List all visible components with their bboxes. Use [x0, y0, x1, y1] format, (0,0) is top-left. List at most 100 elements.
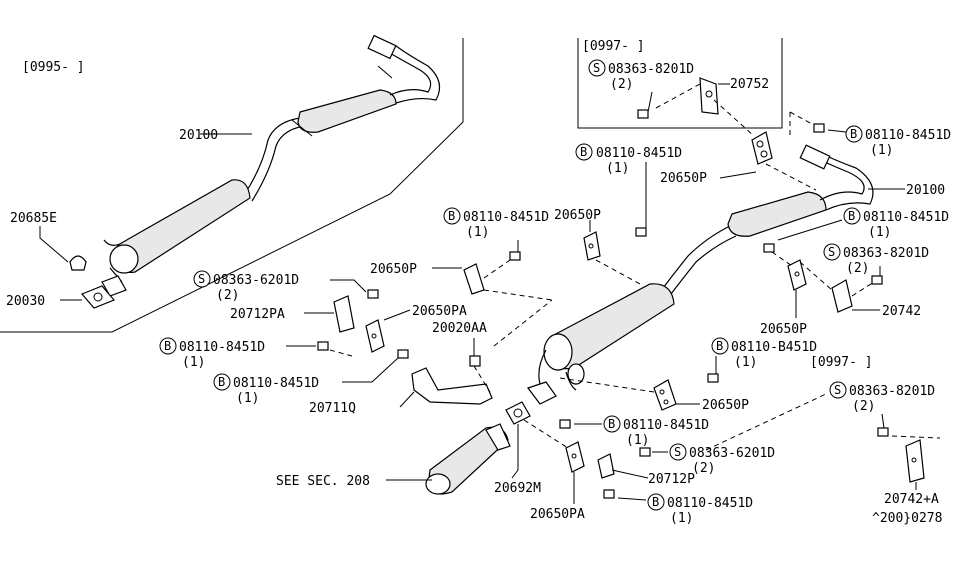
mount-20650P-e — [653, 379, 677, 411]
bracket-20712PA — [333, 295, 355, 333]
part-20650PA-b: 20650PA — [530, 507, 585, 522]
svg-text:08110-8451D: 08110-8451D — [667, 496, 753, 511]
svg-text:(1): (1) — [870, 143, 893, 158]
svg-text:(2): (2) — [846, 261, 869, 276]
svg-text:(1): (1) — [868, 225, 891, 240]
svg-text:08110-8451D: 08110-8451D — [233, 376, 319, 391]
svg-text:08110-8451D: 08110-8451D — [463, 210, 549, 225]
svg-text:B: B — [448, 209, 455, 223]
svg-text:(1): (1) — [670, 511, 693, 526]
fastener-b-8451-top-right: B 08110-8451D (1) — [789, 111, 951, 158]
fastener-b-8451-bottom: B 08110-8451D (1) — [603, 489, 753, 526]
part-20650P-e: 20650P — [702, 398, 749, 413]
gasket-20030 — [80, 285, 116, 309]
svg-text:(1): (1) — [734, 355, 757, 370]
left-muffler-assembly — [101, 34, 441, 297]
part-20030: 20030 — [6, 294, 45, 309]
svg-text:08363-6201D: 08363-6201D — [213, 273, 299, 288]
svg-text:(1): (1) — [236, 391, 259, 406]
svg-text:B: B — [716, 339, 723, 353]
fastener-b-8451-leftmid: B 08110-8451D (1) — [159, 337, 353, 370]
mount-20650P-c — [463, 263, 485, 295]
part-20650P-d: 20650P — [760, 322, 807, 337]
svg-text:(1): (1) — [466, 225, 489, 240]
mount-20650PA-a — [365, 319, 385, 353]
part-20711Q: 20711Q — [309, 401, 356, 416]
svg-text:B: B — [218, 375, 225, 389]
svg-text:(1): (1) — [626, 433, 649, 448]
svg-text:08110-8451D: 08110-8451D — [865, 128, 951, 143]
svg-text:(2): (2) — [216, 288, 239, 303]
part-20685E: 20685E — [10, 211, 57, 226]
top-variant-box: [0997- ] S 08363-8201D (2) 20752 — [577, 38, 783, 129]
bracket-20742A — [905, 439, 925, 483]
fastener-s-8201-top: S 08363-8201D (2) — [588, 59, 694, 92]
svg-text:08110-B451D: 08110-B451D — [731, 340, 817, 355]
svg-text:08363-6201D: 08363-6201D — [689, 446, 775, 461]
svg-text:(1): (1) — [606, 161, 629, 176]
left-inset-panel: [0995- ] 20100 20685E — [0, 34, 464, 333]
svg-text:08363-8201D: 08363-8201D — [849, 384, 935, 399]
fastener-b-8451-left: B 08110-8451D (1) — [443, 207, 549, 279]
part-20020AA: 20020AA — [432, 321, 487, 336]
variant-label-left: [0995- ] — [22, 60, 85, 75]
svg-text:S: S — [674, 445, 681, 459]
diagram-id: ^200}0278 — [872, 511, 942, 526]
variant-label-bottom-right: [0997- ] — [810, 355, 873, 370]
main-exhaust-system: 20100 SEE SEC. 208 20692M 20711Q — [230, 99, 945, 522]
svg-text:(2): (2) — [692, 461, 715, 476]
mount-20650P-b — [751, 131, 773, 165]
svg-text:08363-8201D: 08363-8201D — [608, 62, 694, 77]
fastener-s-8201-right: S 08363-8201D (2) — [823, 243, 929, 285]
part-20650P-b: 20650P — [660, 171, 707, 186]
svg-text:08110-8451D: 08110-8451D — [863, 210, 949, 225]
part-20100-left: 20100 — [179, 128, 218, 143]
variant-label-top: [0997- ] — [582, 39, 645, 54]
part-20650P-c: 20650P — [370, 262, 417, 277]
part-20742A: 20742+A — [884, 492, 939, 507]
svg-text:08110-8451D: 08110-8451D — [623, 418, 709, 433]
part-20712PA: 20712PA — [230, 307, 285, 322]
catalytic-converter — [425, 423, 511, 495]
part-20742: 20742 — [882, 304, 921, 319]
svg-text:(2): (2) — [852, 399, 875, 414]
svg-text:08110-8451D: 08110-8451D — [596, 146, 682, 161]
fastener-s-6201-center: S 08363-6201D (2) — [639, 443, 775, 476]
bracket-20712P — [597, 453, 615, 479]
fastener-b-8451-centerlow: B 08110-8451D (1) — [559, 415, 709, 448]
part-20712P: 20712P — [648, 472, 695, 487]
fastener-s-6201-left: S 08363-6201D (2) — [193, 270, 379, 303]
part-20650PA-a: 20650PA — [412, 304, 467, 319]
bracket-20711Q — [411, 367, 493, 405]
fastener-s-8201-bottomright: S 08363-8201D (2) — [705, 381, 941, 451]
mount-20650PA-b — [565, 441, 585, 473]
bracket-20752 — [699, 77, 719, 115]
fastener-b-8451-right2: B 08110-8451D (1) — [763, 207, 949, 267]
part-20650P-a: 20650P — [554, 208, 601, 223]
svg-text:(2): (2) — [610, 77, 633, 92]
svg-text:S: S — [593, 61, 600, 75]
svg-text:B: B — [850, 127, 857, 141]
fastener-b-8451-center: B 08110-B451D (1) — [707, 337, 817, 383]
gasket-20692M — [505, 401, 531, 425]
mount-20650P-d — [787, 259, 807, 291]
svg-text:08110-8451D: 08110-8451D — [179, 340, 265, 355]
mount-20650P-a — [583, 231, 601, 261]
part-20752: 20752 — [730, 77, 769, 92]
svg-text:S: S — [834, 383, 841, 397]
svg-text:S: S — [828, 245, 835, 259]
part-20692M: 20692M — [494, 481, 541, 496]
fastener-b-8451-leftlow: B 08110-8451D (1) — [213, 349, 409, 406]
svg-text:B: B — [848, 209, 855, 223]
svg-text:B: B — [580, 145, 587, 159]
clamp-20685E — [69, 255, 87, 271]
svg-text:(1): (1) — [182, 355, 205, 370]
part-20100-right: 20100 — [906, 183, 945, 198]
fastener-b-8451-mid: B 08110-8451D (1) — [575, 143, 682, 237]
svg-text:08363-8201D: 08363-8201D — [843, 246, 929, 261]
svg-text:B: B — [652, 495, 659, 509]
svg-text:B: B — [608, 417, 615, 431]
bracket-20742 — [831, 279, 853, 313]
svg-text:B: B — [164, 339, 171, 353]
